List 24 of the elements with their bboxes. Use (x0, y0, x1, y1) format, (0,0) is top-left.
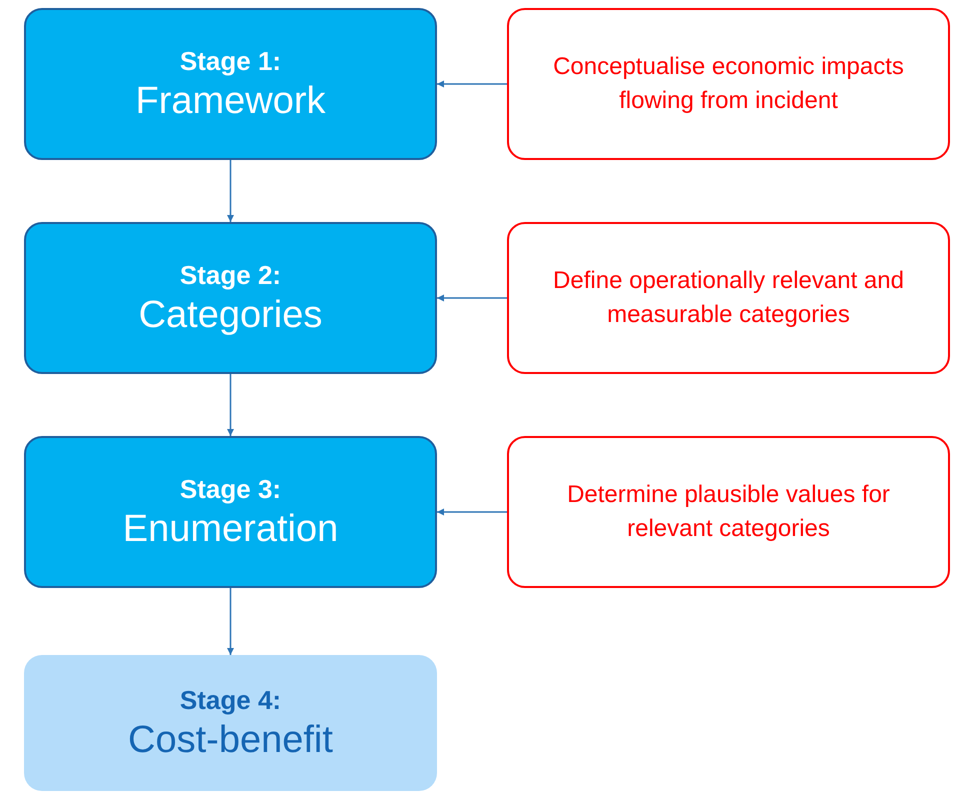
arrow (437, 294, 507, 302)
stage-title: Enumeration (122, 507, 338, 552)
stage-title: Cost-benefit (128, 718, 333, 763)
arrow (437, 80, 507, 88)
stage-title: Framework (135, 79, 326, 124)
arrow (227, 588, 234, 655)
stage-number: Stage 3: (180, 473, 282, 506)
stage-box (24, 8, 437, 160)
stage-box (24, 222, 437, 374)
description-text: Conceptualise economic impacts flowing from incident (552, 52, 905, 116)
description-box (507, 222, 950, 374)
arrow (227, 160, 234, 222)
stage-number: Stage 2: (180, 259, 282, 292)
description-box (507, 8, 950, 160)
stage-number: Stage 1: (180, 45, 282, 78)
stage-box (24, 655, 437, 791)
description-text: Define operationally relevant and measurable categories (552, 266, 905, 330)
stage-number: Stage 4: (180, 684, 282, 717)
arrow (437, 508, 507, 516)
arrow (227, 374, 234, 436)
stage-title: Categories (138, 293, 322, 338)
description-box (507, 436, 950, 588)
description-text: Determine plausible values for relevant categories (566, 480, 891, 544)
stage-box (24, 436, 437, 588)
